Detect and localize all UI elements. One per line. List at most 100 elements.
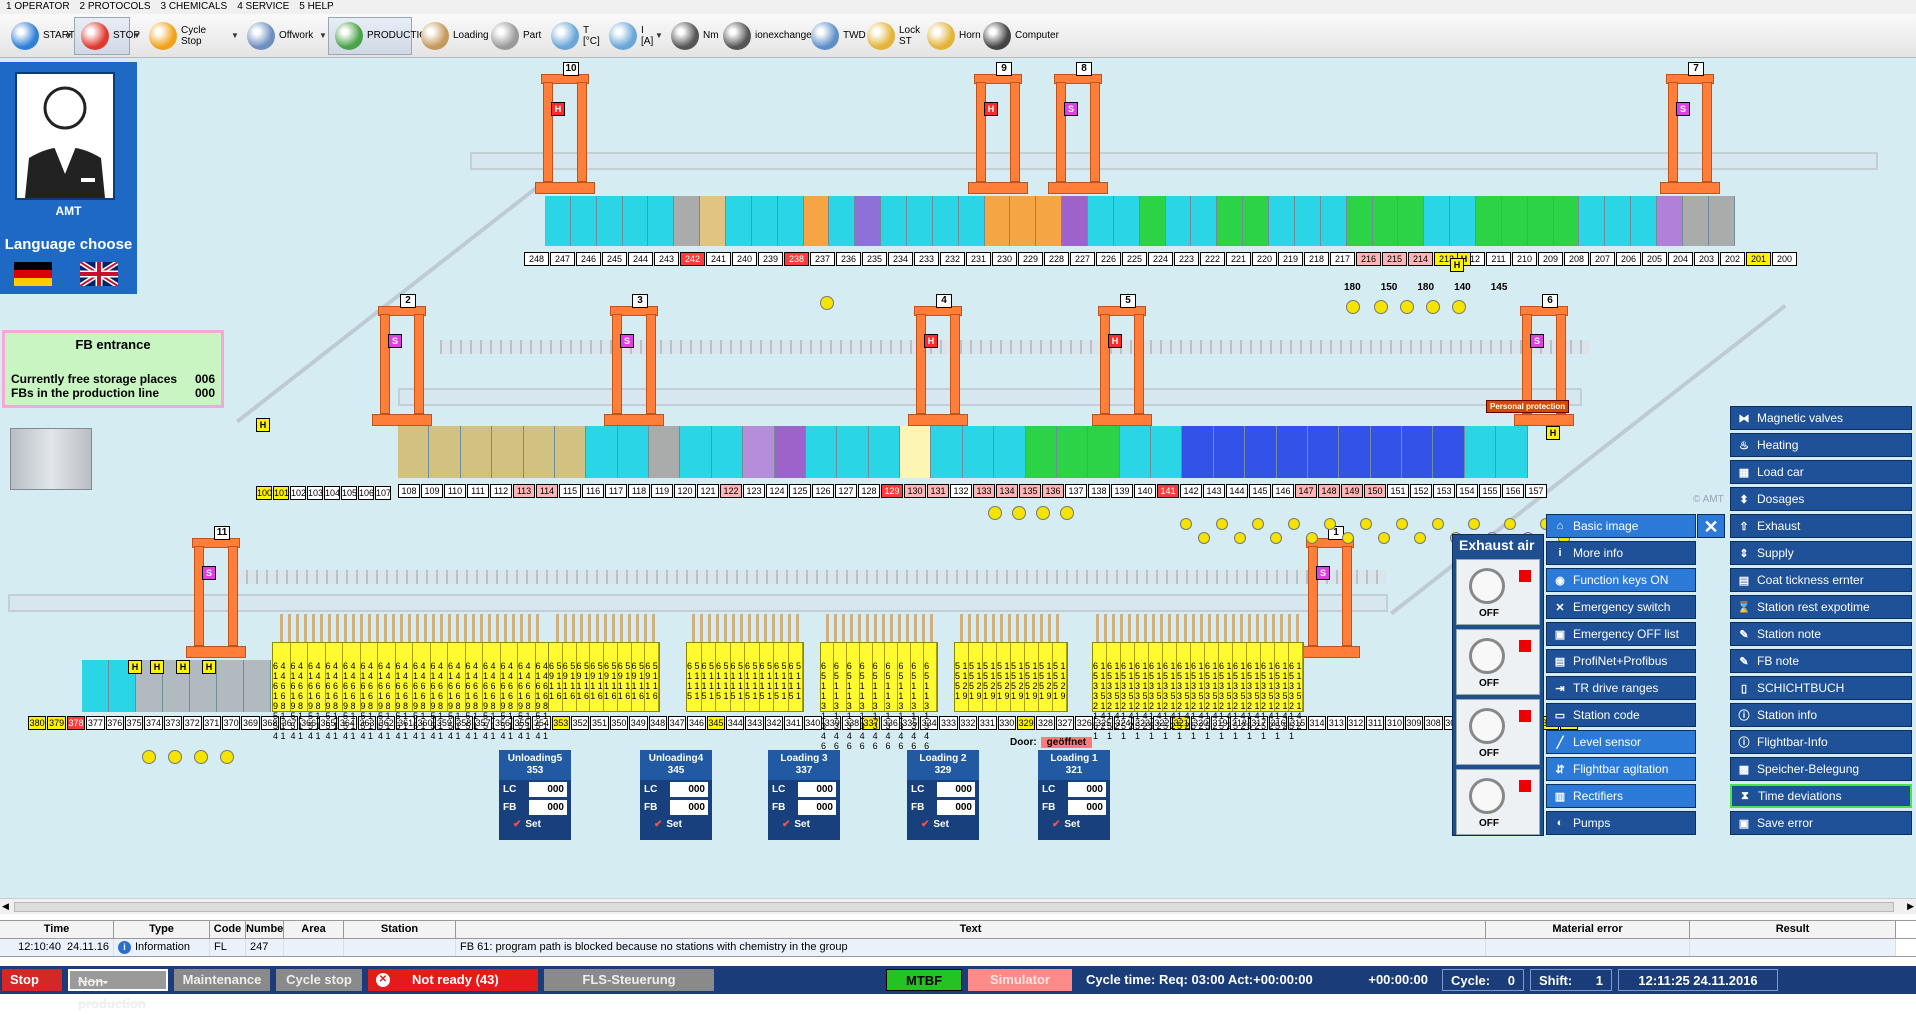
tank[interactable]: [994, 426, 1026, 478]
station-number[interactable]: 203: [1694, 252, 1719, 266]
set-button[interactable]: ✔Set: [1038, 816, 1110, 834]
station-number[interactable]: 326: [1075, 716, 1094, 730]
tank[interactable]: [1501, 196, 1528, 246]
station-number[interactable]: 243: [654, 252, 679, 266]
storage-slot[interactable]: 6 5 1 1 3 1 3 4 6: [898, 643, 912, 751]
storage-slot[interactable]: 6 5 9 1 1 1 1 6: [645, 643, 659, 711]
storage-slot[interactable]: 5 1 5 1 5 2 1 9: [983, 643, 997, 711]
crane-9[interactable]: [968, 74, 1028, 194]
trolley-icon[interactable]: [1374, 300, 1388, 314]
station-number[interactable]: 116: [582, 484, 604, 498]
trolley-icon[interactable]: [1426, 300, 1440, 314]
station-number[interactable]: 369: [241, 716, 260, 730]
dropdown-arrow-icon[interactable]: ▼: [319, 31, 327, 40]
tank[interactable]: [1450, 196, 1476, 246]
crane-1[interactable]: [1300, 538, 1360, 658]
station-number[interactable]: 153: [1433, 484, 1455, 498]
station-number[interactable]: 380: [28, 716, 47, 730]
station-number[interactable]: 129: [881, 484, 903, 498]
function-button-exhaust[interactable]: ⇧Exhaust: [1730, 514, 1912, 538]
storage-slot[interactable]: 5 1 5 1 5 2 1 9: [1011, 643, 1025, 711]
table-header-cell[interactable]: Type: [114, 921, 210, 938]
trolley-icon[interactable]: [820, 296, 834, 310]
horizontal-scrollbar[interactable]: ◀ ▶: [0, 898, 1916, 914]
station-number[interactable]: 342: [764, 716, 784, 730]
tank[interactable]: [777, 196, 804, 246]
tank[interactable]: [1036, 196, 1063, 246]
station-number[interactable]: 115: [559, 484, 581, 498]
station-number[interactable]: 232: [940, 252, 965, 266]
station-number[interactable]: 345: [706, 716, 726, 730]
station-number[interactable]: 347: [667, 716, 687, 730]
simulator-status[interactable]: Simulator: [968, 969, 1072, 991]
station-number[interactable]: 241: [706, 252, 731, 266]
tank[interactable]: [1056, 426, 1089, 478]
station-number[interactable]: 211: [1486, 252, 1511, 266]
storage-slot[interactable]: 5 1 5 1 5 2 1 9: [1039, 643, 1053, 711]
crane-7[interactable]: [1660, 74, 1720, 194]
station-number[interactable]: 201: [1746, 252, 1771, 266]
station-number[interactable]: 157: [1525, 484, 1547, 498]
station-number[interactable]: 206: [1616, 252, 1641, 266]
tank[interactable]: [1527, 196, 1554, 246]
tank[interactable]: [881, 196, 908, 246]
trolley-icon[interactable]: [1234, 532, 1246, 544]
station-number[interactable]: 245: [602, 252, 627, 266]
station-number[interactable]: 248: [524, 252, 549, 266]
station-number[interactable]: 221: [1226, 252, 1251, 266]
tank[interactable]: [1402, 426, 1434, 478]
station-number[interactable]: 141: [1157, 484, 1179, 498]
storage-slot[interactable]: 6 5 9 1 1 1 1 6: [549, 643, 563, 711]
station-number[interactable]: 222: [1200, 252, 1225, 266]
tank[interactable]: [711, 426, 744, 478]
toolbar-button-computer[interactable]: Computer: [976, 17, 1059, 55]
station-number[interactable]: 372: [183, 716, 202, 730]
station-number[interactable]: 140: [1134, 484, 1156, 498]
station-number[interactable]: 117: [605, 484, 627, 498]
tank[interactable]: [1182, 426, 1214, 478]
storage-slot[interactable]: 6 4 1 4 6 6 1 6 9 8 5 1 5 1 4 1: [518, 643, 536, 741]
station-number[interactable]: 315: [1288, 716, 1307, 730]
exhaust-fan[interactable]: OFF: [1456, 629, 1540, 695]
station-number[interactable]: 103: [307, 486, 324, 500]
storage-rack[interactable]: 5 1 5 1 5 2 1 9 5 1 5 1 5 2 1 9 5 1 5 1 5 …: [954, 642, 1068, 712]
station-number[interactable]: 317: [1249, 716, 1268, 730]
station-number[interactable]: 111: [467, 484, 489, 498]
tank[interactable]: [1346, 196, 1373, 246]
scroll-thumb[interactable]: [14, 902, 1894, 912]
tank[interactable]: [244, 660, 271, 712]
storage-slot[interactable]: 6 1 5 1 3 1 3 5 2 1 1 4 5 2 1: [1233, 643, 1247, 741]
function-button-fb-note[interactable]: ✎FB note: [1730, 649, 1912, 673]
tank[interactable]: [1708, 196, 1735, 246]
station-number[interactable]: 344: [726, 716, 745, 730]
stop-status[interactable]: Stop: [2, 969, 62, 991]
function-button-pumps[interactable]: ◐Pumps: [1546, 811, 1696, 835]
station-number[interactable]: 330: [997, 716, 1016, 730]
station-number[interactable]: 332: [958, 716, 978, 730]
maintenance-status[interactable]: Maintenance: [174, 969, 270, 991]
storage-slot[interactable]: 6 1 5 1 3 1 3 5 2 1 1 4 5 2 1: [1219, 643, 1233, 741]
tank[interactable]: [492, 426, 524, 478]
trolley-icon[interactable]: [1012, 506, 1026, 520]
function-button-heating[interactable]: ♨Heating: [1730, 433, 1912, 457]
crane-8[interactable]: [1048, 74, 1108, 194]
station-number[interactable]: 210: [1512, 252, 1537, 266]
toolbar-button-production[interactable]: PRODUCTION: [328, 16, 434, 55]
fb-input[interactable]: 000: [529, 799, 567, 815]
station-number[interactable]: 366: [299, 716, 318, 730]
trolley-icon[interactable]: [1180, 518, 1192, 530]
station-number[interactable]: 152: [1410, 484, 1432, 498]
station-number[interactable]: 147: [1295, 484, 1317, 498]
tank[interactable]: [674, 196, 701, 246]
station-number[interactable]: 204: [1668, 252, 1693, 266]
station-number[interactable]: 324: [1113, 716, 1133, 730]
trolley-icon[interactable]: [1414, 532, 1426, 544]
station-number[interactable]: 313: [1327, 716, 1346, 730]
toolbar-button-t-c-[interactable]: T [°C]: [544, 17, 600, 55]
tank[interactable]: [1579, 196, 1606, 246]
station-number[interactable]: 120: [674, 484, 696, 498]
station-number[interactable]: 312: [1346, 716, 1365, 730]
